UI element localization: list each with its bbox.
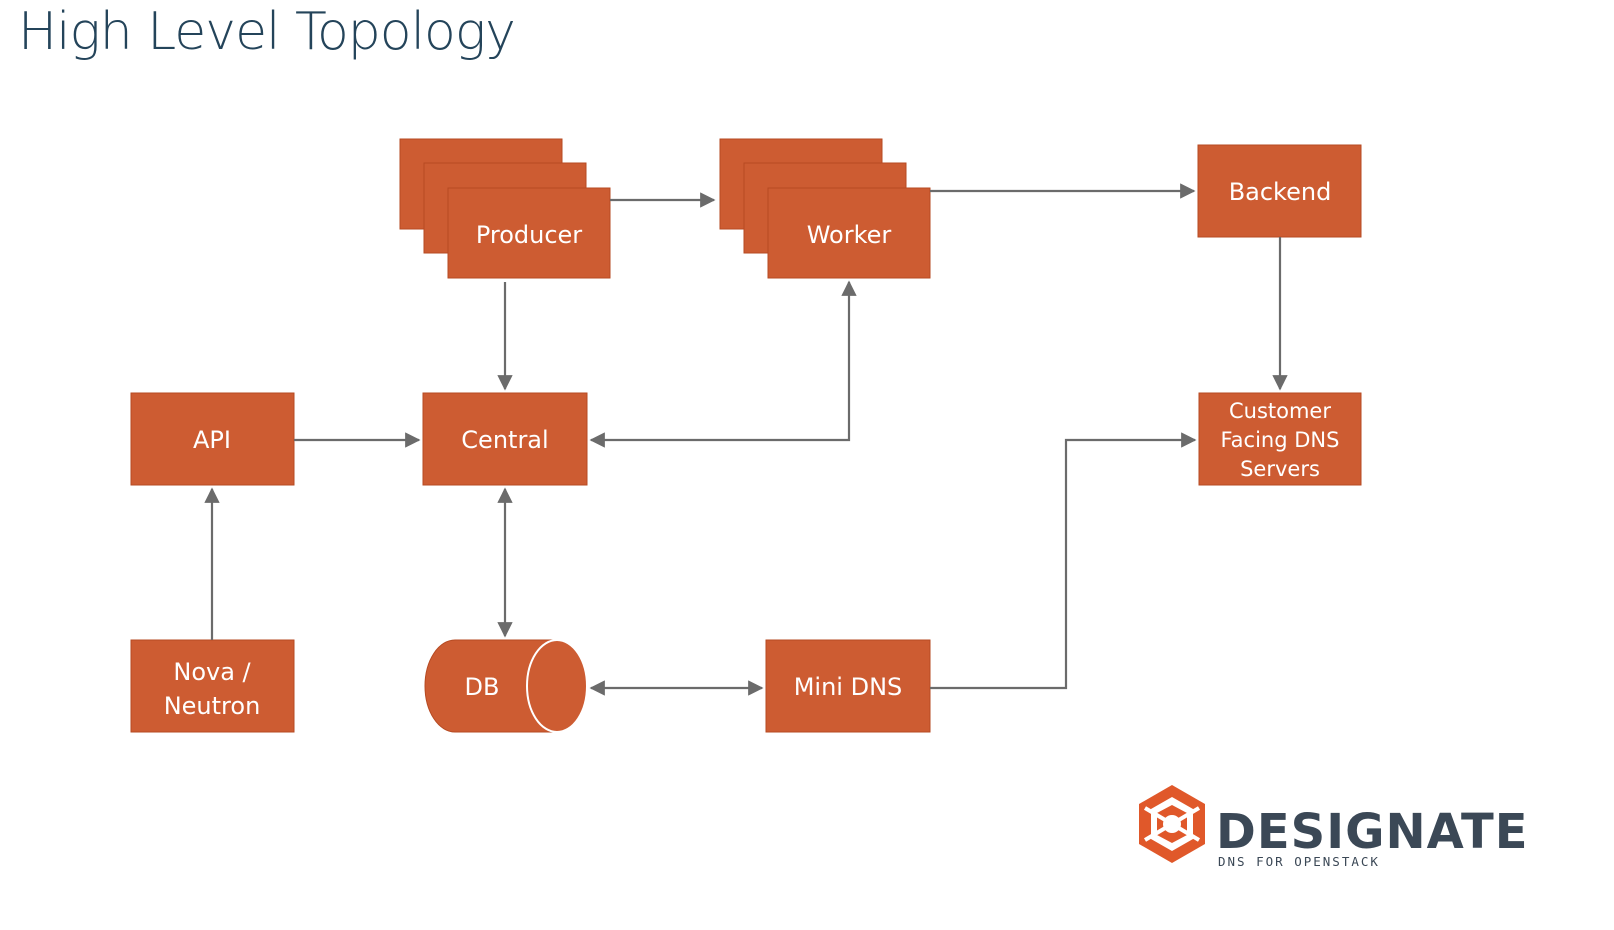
nova-neutron-node: Nova / Neutron [130, 639, 295, 733]
db-label: DB [465, 673, 500, 701]
backend-label: Backend [1229, 178, 1332, 206]
worker-node: Worker [719, 138, 931, 279]
central-label: Central [461, 426, 548, 454]
nova-neutron-label-1: Nova / [173, 658, 251, 686]
designate-hexagon-icon [1139, 785, 1205, 863]
mini-dns-node: Mini DNS [765, 639, 931, 733]
edge-central-worker [589, 280, 857, 448]
logo-wordmark: DESIGNATE [1216, 804, 1529, 860]
db-cylinder-end [526, 639, 588, 733]
api-label: API [193, 426, 231, 454]
producer-node: Producer [399, 138, 611, 279]
connectors [204, 183, 1288, 696]
mini-dns-label: Mini DNS [794, 673, 903, 701]
api-node: API [130, 392, 295, 486]
central-node: Central [422, 392, 588, 486]
backend-node: Backend [1197, 144, 1362, 238]
customer-dns-label-1: Customer [1229, 399, 1331, 423]
designate-logo: DESIGNATE DNS FOR OPENSTACK [1139, 785, 1529, 869]
worker-label: Worker [807, 221, 892, 249]
edge-minidns-customerdns [930, 432, 1197, 690]
db-node: DB [424, 639, 588, 733]
producer-label: Producer [476, 221, 582, 249]
logo-tagline: DNS FOR OPENSTACK [1218, 854, 1380, 869]
nova-neutron-label-2: Neutron [164, 692, 261, 720]
customer-dns-label-3: Servers [1240, 457, 1320, 481]
customer-dns-label-2: Facing DNS [1221, 428, 1340, 452]
customer-dns-node: Customer Facing DNS Servers [1198, 392, 1362, 486]
slide-title: High Level Topology [18, 2, 516, 62]
